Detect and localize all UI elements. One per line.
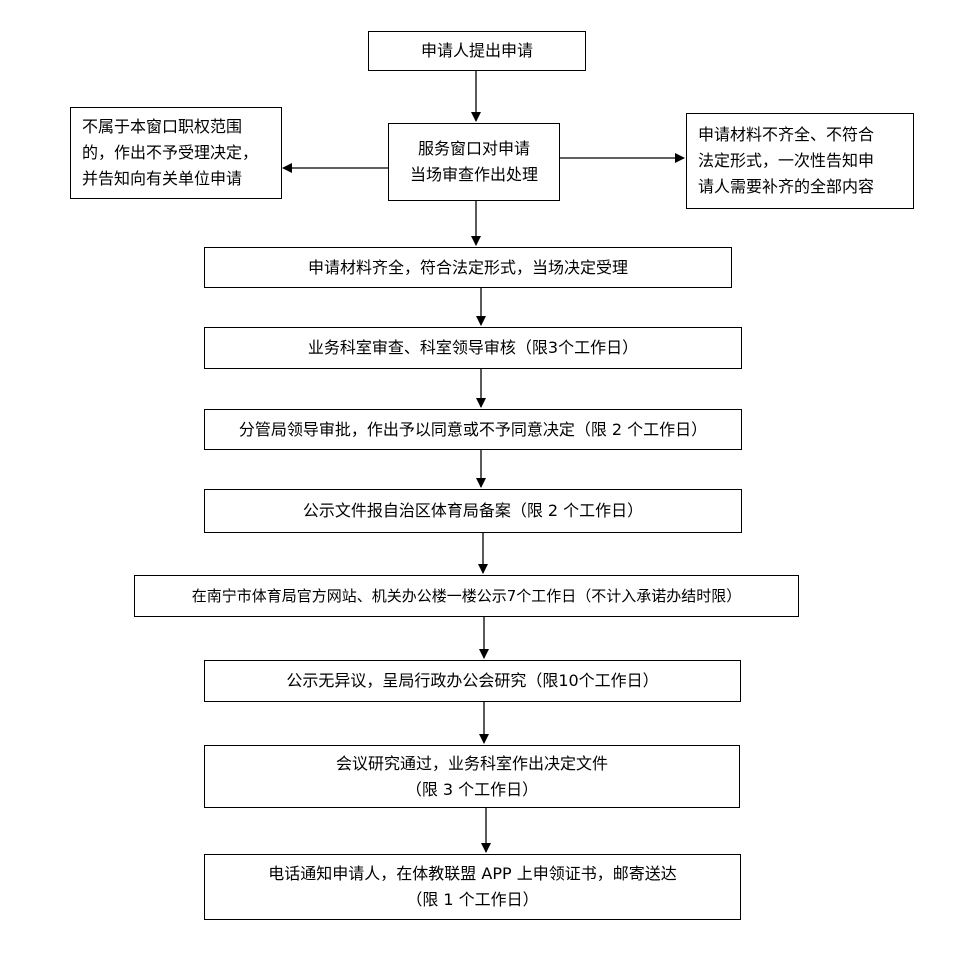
node-accept: 申请材料齐全，符合法定形式，当场决定受理 xyxy=(204,247,732,288)
node-publicity: 在南宁市体育局官方网站、机关办公楼一楼公示7个工作日（不计入承诺办结时限） xyxy=(134,575,799,617)
node-apply-label: 申请人提出申请 xyxy=(420,41,533,60)
node-window-label: 服务窗口对申请 当场审查作出处理 xyxy=(409,139,538,184)
node-publicity-label: 在南宁市体育局官方网站、机关办公楼一楼公示7个工作日（不计入承诺办结时限） xyxy=(191,587,742,605)
node-filing-label: 公示文件报自治区体育局备案（限 2 个工作日） xyxy=(302,501,644,520)
node-decision: 会议研究通过，业务科室作出决定文件 （限 3 个工作日） xyxy=(204,745,740,808)
node-window: 服务窗口对申请 当场审查作出处理 xyxy=(388,123,560,201)
node-review: 业务科室审查、科室领导审核（限3个工作日） xyxy=(204,327,742,369)
node-filing: 公示文件报自治区体育局备案（限 2 个工作日） xyxy=(204,489,742,533)
node-apply: 申请人提出申请 xyxy=(368,31,586,71)
node-approve: 分管局领导审批，作出予以同意或不予同意决定（限 2 个工作日） xyxy=(204,409,742,450)
node-accept-label: 申请材料齐全，符合法定形式，当场决定受理 xyxy=(307,257,628,277)
node-reject: 不属于本窗口职权范围 的，作出不予受理决定， 并告知向有关单位申请 xyxy=(70,107,282,199)
node-decision-label: 会议研究通过，业务科室作出决定文件 （限 3 个工作日） xyxy=(335,753,608,799)
node-meeting-label: 公示无异议，呈局行政办公会研究（限10个工作日） xyxy=(286,671,659,690)
node-review-label: 业务科室审查、科室领导审核（限3个工作日） xyxy=(307,338,639,357)
node-notify-label: 电话通知申请人，在体教联盟 APP 上申领证书，邮寄送达 （限 1 个工作日） xyxy=(268,864,677,909)
node-notify: 电话通知申请人，在体教联盟 APP 上申领证书，邮寄送达 （限 1 个工作日） xyxy=(204,854,741,920)
node-reject-label: 不属于本窗口职权范围 的，作出不予受理决定， 并告知向有关单位申请 xyxy=(82,117,259,188)
node-approve-label: 分管局领导审批，作出予以同意或不予同意决定（限 2 个工作日） xyxy=(238,419,708,439)
node-incomplete: 申请材料不齐全、不符合 法定形式，一次性告知申 请人需要补齐的全部内容 xyxy=(686,113,914,209)
node-incomplete-label: 申请材料不齐全、不符合 法定形式，一次性告知申 请人需要补齐的全部内容 xyxy=(698,125,875,196)
node-meeting: 公示无异议，呈局行政办公会研究（限10个工作日） xyxy=(204,660,741,702)
